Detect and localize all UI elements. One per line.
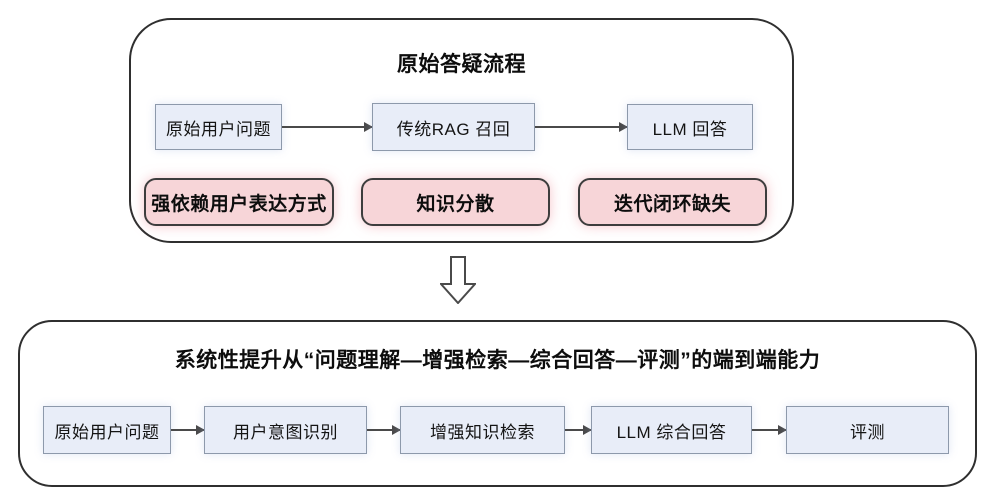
flow-arrow	[565, 425, 592, 435]
flow-arrow	[171, 425, 205, 435]
step-original-user-question: 原始用户问题	[43, 406, 171, 454]
step-label: 用户意图识别	[233, 422, 338, 442]
step-enhanced-knowledge-retrieval: 增强知识检索	[400, 406, 565, 454]
flow-arrow	[367, 425, 401, 435]
flow-arrow	[752, 425, 787, 435]
flow-arrow	[535, 122, 628, 132]
step-label: LLM 综合回答	[616, 422, 727, 442]
step-evaluation: 评测	[786, 406, 949, 454]
step-traditional-rag-recall: 传统RAG 召回	[372, 103, 535, 151]
improved-pipeline-panel: 系统性提升从“问题理解—增强检索—综合回答—评测”的端到端能力 原始用户问题 用…	[18, 320, 977, 487]
step-llm-answer: LLM 回答	[627, 104, 753, 150]
step-label: 原始用户问题	[54, 422, 160, 442]
issue-knowledge-scattered: 知识分散	[361, 178, 550, 226]
issue-label: 强依赖用户表达方式	[151, 193, 327, 215]
issue-label: 迭代闭环缺失	[613, 193, 731, 215]
down-arrow-icon	[440, 256, 476, 304]
panel-title: 系统性提升从“问题理解—增强检索—综合回答—评测”的端到端能力	[174, 349, 821, 372]
panel-title: 原始答疑流程	[397, 53, 526, 76]
step-label: 增强知识检索	[430, 422, 535, 442]
flow-arrow	[282, 122, 373, 132]
step-llm-comprehensive-answer: LLM 综合回答	[591, 406, 752, 454]
issue-label: 知识分散	[416, 193, 495, 215]
issue-missing-iteration-loop: 迭代闭环缺失	[578, 178, 767, 226]
step-label: 评测	[850, 422, 885, 442]
step-original-user-question: 原始用户问题	[155, 104, 282, 150]
issue-user-expression-dependency: 强依赖用户表达方式	[144, 178, 334, 226]
step-label: LLM 回答	[652, 119, 728, 139]
step-label: 原始用户问题	[166, 119, 271, 139]
original-qa-panel: 原始答疑流程 原始用户问题 传统RAG 召回 LLM 回答 强依赖用户表达方式 …	[129, 18, 794, 243]
step-label: 传统RAG 召回	[396, 119, 511, 139]
step-user-intent-recognition: 用户意图识别	[204, 406, 367, 454]
